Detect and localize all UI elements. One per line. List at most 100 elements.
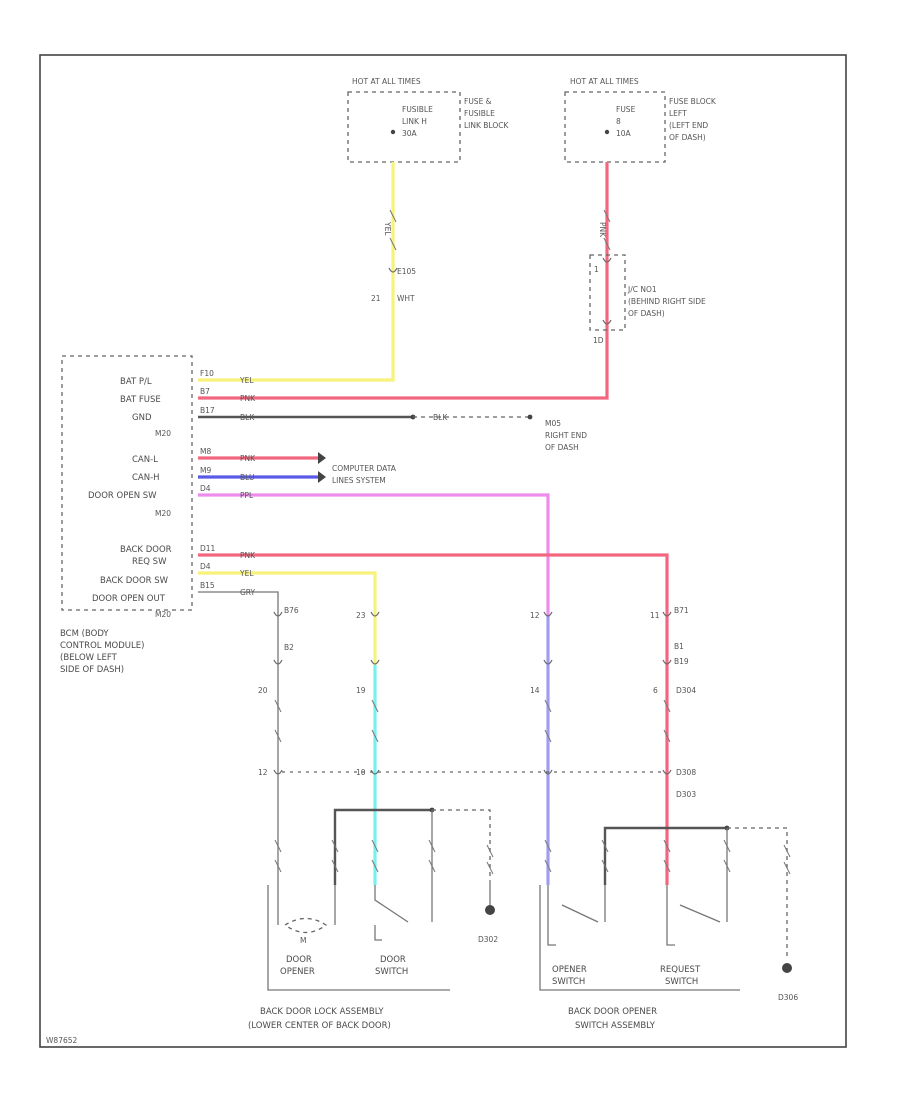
bcm-module: BAT P/L BAT FUSE GND M20 CAN-L CAN-H DOO… — [61, 355, 256, 619]
svg-text:M05: M05 — [545, 419, 561, 428]
svg-text:B76: B76 — [284, 606, 299, 615]
bcm-pin-can-l: CAN-L — [132, 455, 158, 465]
svg-text:OF DASH): OF DASH) — [669, 133, 706, 142]
svg-text:LINES SYSTEM: LINES SYSTEM — [332, 476, 386, 485]
svg-text:D11: D11 — [200, 544, 216, 553]
svg-text:OPENER: OPENER — [552, 965, 587, 975]
svg-text:BLK: BLK — [433, 413, 448, 422]
hot-at-all-times-right: HOT AT ALL TIMES — [570, 77, 639, 86]
svg-text:DOOR: DOOR — [380, 955, 406, 965]
svg-text:OF DASH): OF DASH) — [628, 309, 665, 318]
svg-text:SIDE OF DASH): SIDE OF DASH) — [60, 665, 124, 675]
svg-text:B1: B1 — [674, 642, 684, 651]
svg-text:B7: B7 — [200, 387, 210, 396]
svg-text:LEFT: LEFT — [669, 109, 687, 118]
bcm-pin-bat-fuse: BAT FUSE — [120, 395, 161, 405]
svg-text:14: 14 — [530, 686, 540, 695]
back-door-lock-assembly: M DOOR OPENER DOOR SWITCH D302 BACK DOOR… — [248, 807, 498, 1031]
svg-text:1: 1 — [594, 265, 599, 274]
bcm-pin-can-h: CAN-H — [132, 473, 160, 483]
connector-marks — [273, 257, 672, 775]
svg-text:(LOWER CENTER OF BACK DOOR): (LOWER CENTER OF BACK DOOR) — [248, 1021, 391, 1031]
wire-gray-door-open-out — [198, 591, 279, 615]
svg-text:FUSIBLE: FUSIBLE — [464, 109, 495, 118]
svg-text:21: 21 — [371, 294, 381, 303]
svg-text:(BEHIND RIGHT SIDE: (BEHIND RIGHT SIDE — [628, 297, 706, 306]
bcm-pin-gnd: GND — [132, 413, 152, 423]
svg-text:12: 12 — [530, 611, 540, 620]
door-opener-motor-icon — [284, 917, 328, 934]
svg-text:COMPUTER DATA: COMPUTER DATA — [332, 464, 397, 473]
power-source-left: HOT AT ALL TIMES FUSIBLE LINK H 30A FUSE… — [347, 77, 509, 163]
svg-text:YEL: YEL — [383, 221, 392, 236]
svg-text:OPENER: OPENER — [280, 967, 315, 977]
svg-text:FUSE &: FUSE & — [464, 97, 492, 106]
svg-text:BCM (BODY: BCM (BODY — [60, 629, 109, 639]
svg-text:B2: B2 — [284, 643, 294, 652]
svg-text:REQUEST: REQUEST — [660, 965, 701, 975]
hot-at-all-times-left: HOT AT ALL TIMES — [352, 77, 421, 86]
svg-text:M20: M20 — [155, 509, 171, 518]
svg-text:PPL: PPL — [240, 491, 254, 500]
bcm-pin-back-door-sw: BACK DOOR SW — [100, 576, 169, 586]
svg-text:F10: F10 — [200, 369, 214, 378]
svg-text:11: 11 — [650, 611, 660, 620]
svg-text:D306: D306 — [778, 993, 798, 1002]
svg-text:SWITCH: SWITCH — [552, 977, 585, 987]
svg-text:M9: M9 — [200, 466, 211, 475]
svg-text:PNK: PNK — [598, 222, 607, 238]
svg-text:20: 20 — [258, 686, 268, 695]
svg-text:RIGHT END: RIGHT END — [545, 431, 587, 440]
svg-text:J/C NO1: J/C NO1 — [627, 285, 657, 294]
wire-yellow-bat-pl: YEL — [198, 162, 395, 382]
svg-text:FUSE: FUSE — [616, 105, 636, 114]
svg-text:D303: D303 — [676, 790, 696, 799]
svg-text:B15: B15 — [200, 581, 215, 590]
svg-text:BACK DOOR OPENER: BACK DOOR OPENER — [568, 1007, 657, 1017]
wire-pink-back-door-req-sw — [198, 553, 669, 615]
svg-text:B19: B19 — [674, 657, 689, 666]
svg-text:M20: M20 — [155, 610, 171, 619]
svg-text:6: 6 — [653, 686, 658, 695]
ground-m05: M05 RIGHT END OF DASH — [545, 419, 587, 452]
svg-text:YEL: YEL — [239, 569, 254, 578]
svg-text:1D: 1D — [593, 336, 604, 345]
svg-text:30A: 30A — [402, 129, 418, 138]
svg-text:FUSE BLOCK: FUSE BLOCK — [669, 97, 717, 106]
svg-text:(LEFT END: (LEFT END — [669, 121, 708, 130]
svg-text:M8: M8 — [200, 447, 211, 456]
ground-d306-icon — [782, 963, 792, 973]
svg-text:BLU: BLU — [240, 473, 254, 482]
connector-labels: B76 B2 20 12 23 19 10 12 14 11 B71 B1 B1… — [258, 606, 696, 799]
wire-yellow-back-door-sw — [198, 571, 377, 615]
svg-text:SWITCH: SWITCH — [665, 977, 698, 987]
svg-text:M: M — [300, 936, 306, 945]
bcm-description: BCM (BODY CONTROL MODULE) (BELOW LEFT SI… — [60, 629, 144, 675]
svg-text:10A: 10A — [616, 129, 632, 138]
computer-data-lines: COMPUTER DATA LINES SYSTEM — [318, 452, 397, 485]
wire-break-marks — [274, 209, 791, 875]
svg-text:B17: B17 — [200, 406, 215, 415]
wire-black-gnd: BLK — [198, 413, 533, 422]
svg-text:D4: D4 — [200, 562, 211, 571]
svg-text:LINK H: LINK H — [402, 117, 427, 126]
svg-text:B71: B71 — [674, 606, 689, 615]
svg-text:DOOR: DOOR — [286, 955, 312, 965]
wire-pink-bat-fuse: PNK — [198, 162, 609, 400]
diagram-frame — [39, 54, 847, 1048]
svg-text:LINK BLOCK: LINK BLOCK — [464, 121, 509, 130]
svg-text:23: 23 — [356, 611, 366, 620]
svg-text:D304: D304 — [676, 686, 696, 695]
svg-text:SWITCH: SWITCH — [375, 967, 408, 977]
svg-text:PNK: PNK — [240, 394, 256, 403]
back-door-opener-switch-assembly: OPENER SWITCH REQUEST SWITCH D306 BACK D… — [539, 825, 798, 1031]
bcm-pin-back-door: BACK DOOR — [120, 545, 172, 555]
bcm-pin-bat-pl: BAT P/L — [120, 377, 152, 387]
svg-text:8: 8 — [616, 117, 621, 126]
svg-text:YEL: YEL — [239, 376, 254, 385]
svg-text:10: 10 — [356, 768, 366, 777]
svg-text:(BELOW LEFT: (BELOW LEFT — [60, 653, 118, 663]
junction-connector: 1 1D J/C NO1 (BEHIND RIGHT SIDE OF DASH) — [589, 254, 706, 345]
svg-text:SWITCH ASSEMBLY: SWITCH ASSEMBLY — [575, 1021, 656, 1031]
